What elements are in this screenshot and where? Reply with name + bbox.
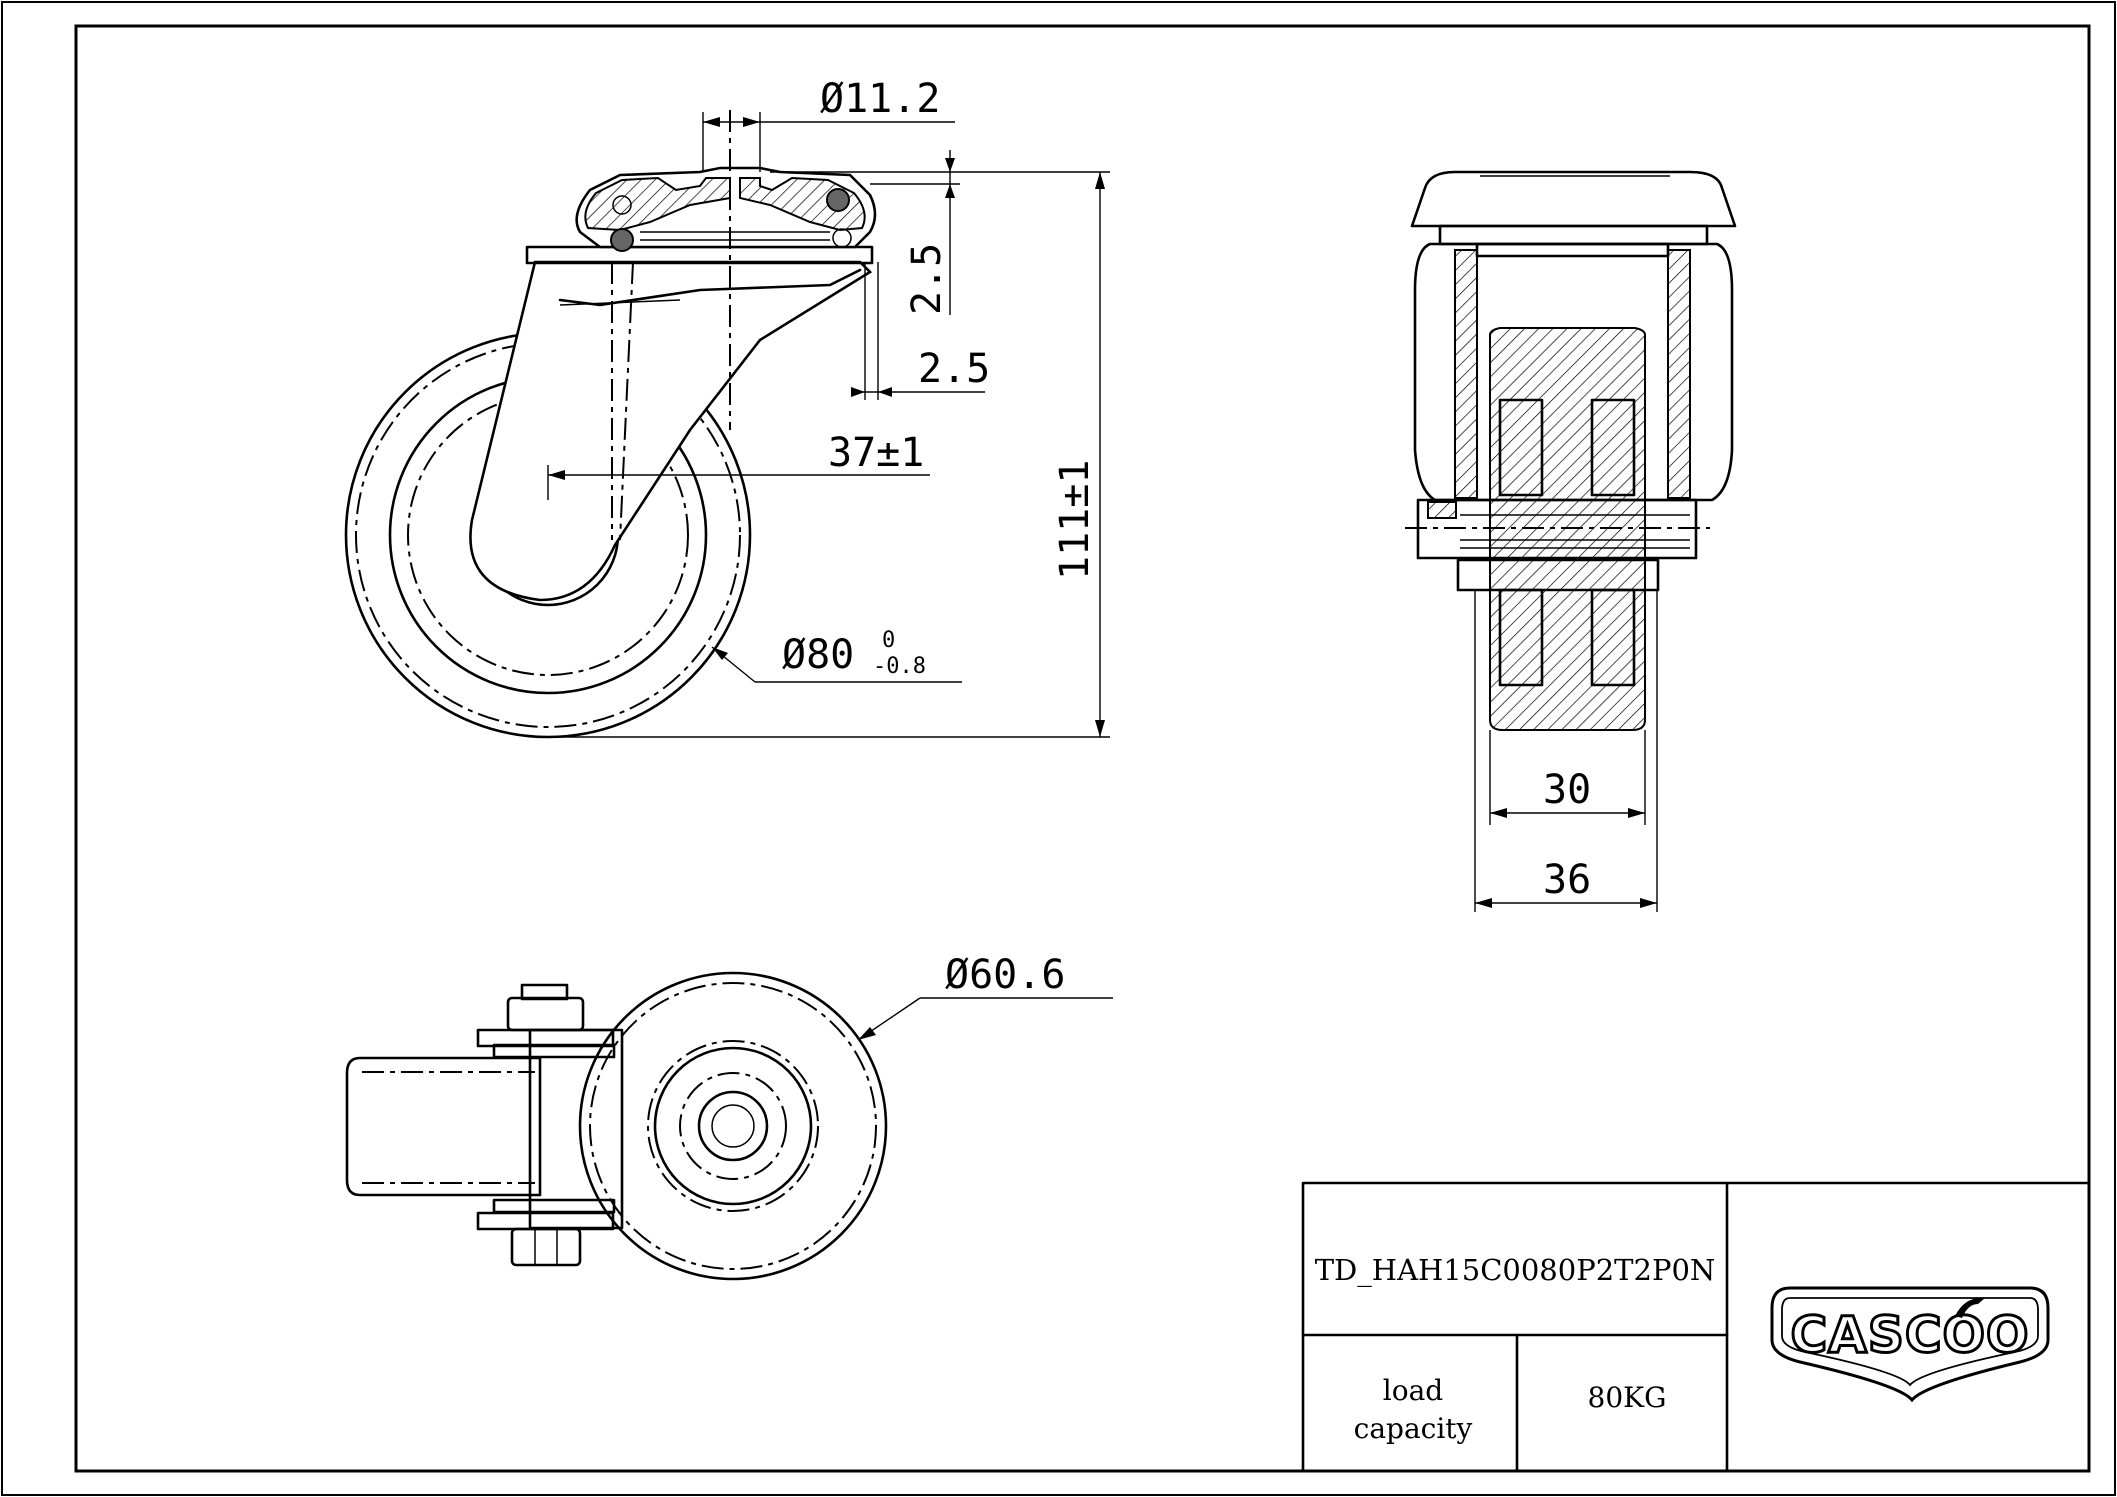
top-nut-lower <box>510 1227 582 1267</box>
drawing-frame <box>74 24 2091 1473</box>
logo-bird-icon <box>1955 1297 1985 1318</box>
cascoo-logo: CASCOO <box>1770 1286 2050 1403</box>
dim-plate-offset: 2.5 <box>918 346 990 392</box>
logo-text: CASCOO <box>1790 1306 2029 1364</box>
fork-leg-left <box>1454 249 1478 499</box>
title-block: TD_HAH15C0080P2T2P0N load capacity 80KG … <box>1301 1181 2091 1473</box>
top-view <box>345 971 888 1281</box>
dim-wheel-diameter: Ø80 <box>782 632 854 678</box>
dim-axle-bore: Ø11.2 <box>820 76 940 122</box>
top-nut-upper <box>506 996 585 1032</box>
side-view-dimensions: Ø11.2 2.5 2.5 37±1 111±1 Ø80 0 -0.8 <box>547 76 1110 738</box>
side-view <box>344 110 877 739</box>
top-view-dimensions: Ø60.6 <box>857 952 1113 1041</box>
load-value: 80KG <box>1588 1381 1667 1414</box>
bearing-ball-left <box>610 228 634 252</box>
dim-swivel-offset: 37±1 <box>828 430 924 476</box>
fork-leg-right <box>1667 249 1691 499</box>
dim-tread-width: 30 <box>1543 767 1591 813</box>
dim-wheel-tol-upper: 0 <box>882 628 895 653</box>
dim-overall-width: 36 <box>1543 857 1591 903</box>
load-label-line1: load <box>1383 1374 1444 1407</box>
mounting-plate <box>525 245 874 265</box>
part-number: TD_HAH15C0080P2T2P0N <box>1315 1253 1716 1288</box>
dim-plate-thickness: 2.5 <box>904 243 950 315</box>
fork-leg <box>469 260 873 602</box>
dim-wheel-tol-lower: -0.8 <box>873 654 926 679</box>
dim-overall-height: 111±1 <box>1052 460 1098 580</box>
dim-hub-diameter: Ø60.6 <box>945 952 1065 998</box>
front-swivel-cap <box>1410 170 1737 228</box>
front-view <box>1405 170 1737 731</box>
load-label-line2: capacity <box>1354 1412 1473 1445</box>
front-view-dimensions: 30 36 <box>1474 590 1658 912</box>
bearing-ball-right <box>826 188 850 212</box>
